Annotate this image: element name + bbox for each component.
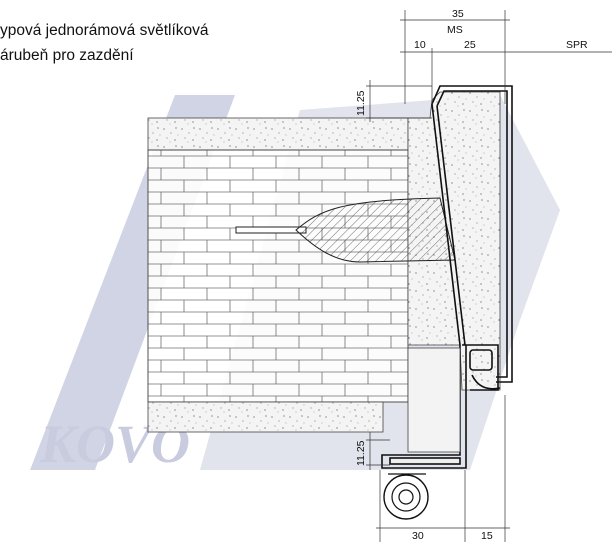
drawing-title-line-2: árubeň pro zazdění: [0, 47, 134, 64]
dim-left-upper: 11.25: [355, 90, 367, 116]
dim-top-total: 35: [452, 8, 464, 20]
lower-cavity: [407, 347, 461, 453]
dim-left-lower: 11.25: [355, 440, 367, 466]
dim-spr: SPR: [566, 39, 588, 51]
plaster-bottom: [147, 401, 384, 433]
brick-wall: [147, 149, 409, 403]
dim-bottom-left: 30: [412, 530, 424, 542]
frame-profile: [381, 85, 513, 469]
plaster-top: [147, 117, 409, 151]
hinge-icon: [383, 473, 429, 520]
mortar-fill: [407, 91, 501, 391]
dim-top-right: 25: [464, 39, 476, 51]
dim-top-left: 10: [414, 39, 426, 51]
dimension-lines: [366, 10, 612, 542]
drawing-title-line-1: ypová jednorámová světlíková: [0, 22, 209, 39]
wall-anchor: [235, 197, 456, 263]
dim-top-ms: MS: [447, 24, 463, 36]
dim-bottom-right: 15: [481, 530, 493, 542]
